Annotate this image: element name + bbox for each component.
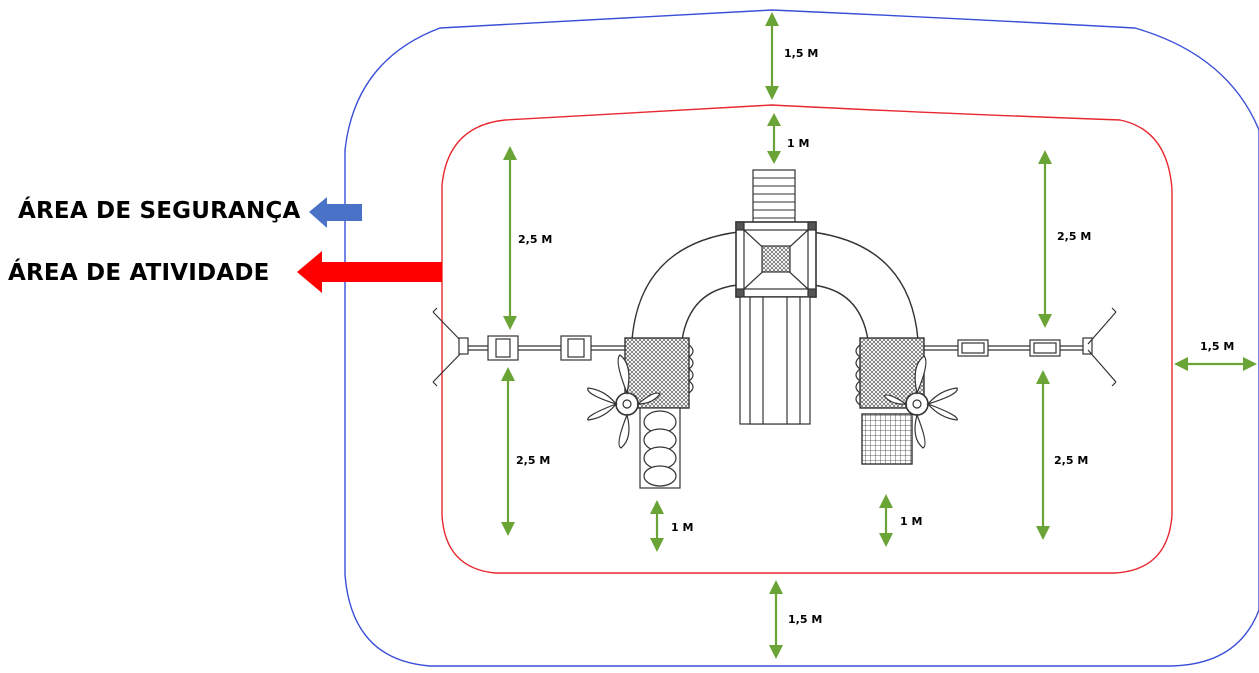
safety-area-label: ÁREA DE SEGURANÇA <box>18 198 301 224</box>
activity-area-label: ÁREA DE ATIVIDADE <box>8 260 270 286</box>
dim-arrow-upper-left <box>503 146 517 330</box>
dim-arrow-lower-right <box>1036 370 1050 540</box>
dim-label-upper-right: 2,5 M <box>1057 230 1091 243</box>
dim-label-upper-left: 2,5 M <box>518 233 552 246</box>
dim-arrow-bottom-right-gap <box>879 494 893 547</box>
dim-label-bottom-outer: 1,5 M <box>788 613 822 626</box>
dim-label-top-inner: 1 M <box>787 137 809 150</box>
safety-area-boundary <box>344 9 1259 667</box>
dim-label-bottom-right-gap: 1 M <box>900 515 922 528</box>
dim-arrow-bottom-outer <box>769 580 783 659</box>
dim-label-lower-right: 2,5 M <box>1054 454 1088 467</box>
activity-legend-arrow <box>297 251 442 293</box>
dimension-arrows <box>501 12 1257 659</box>
activity-area-boundary <box>441 104 1173 574</box>
dim-label-top-outer: 1,5 M <box>784 47 818 60</box>
playground-structure <box>432 169 1117 489</box>
dim-arrow-bottom-left-gap <box>650 500 664 552</box>
dim-arrow-lower-left <box>501 367 515 536</box>
dim-arrow-right-outer <box>1174 357 1257 371</box>
dim-label-right-outer: 1,5 M <box>1200 340 1234 353</box>
safety-legend-arrow <box>309 197 362 228</box>
dim-label-bottom-left-gap: 1 M <box>671 521 693 534</box>
dim-arrow-top-inner <box>767 113 781 164</box>
dim-arrow-top-outer <box>765 12 779 100</box>
dim-arrow-upper-right <box>1038 150 1052 328</box>
dim-label-lower-left: 2,5 M <box>516 454 550 467</box>
